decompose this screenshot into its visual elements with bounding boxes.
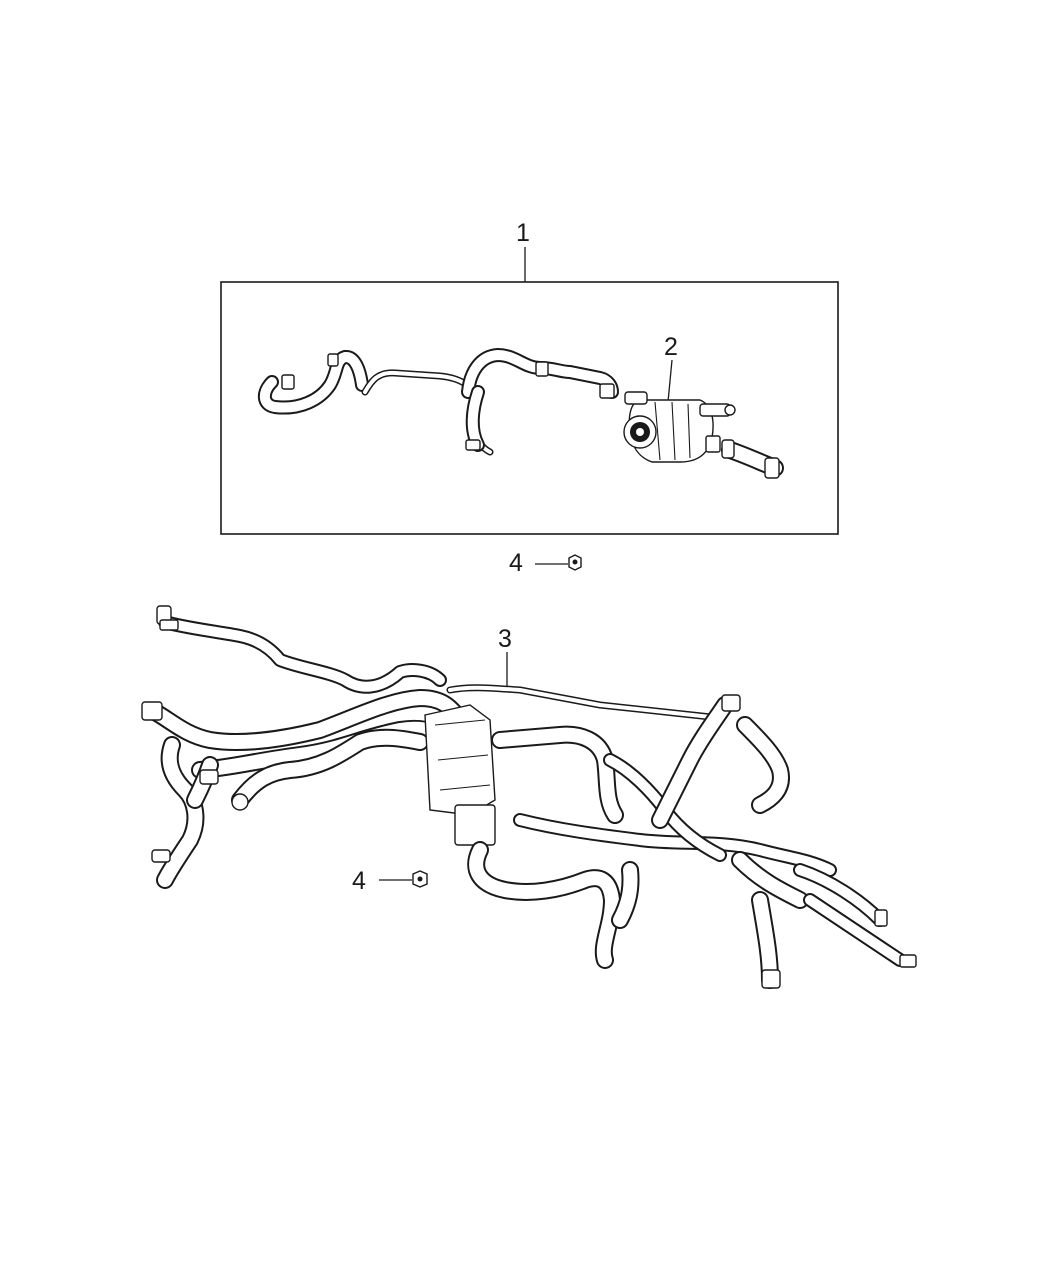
coolant-hose-harness[interactable] <box>141 605 917 989</box>
callout-4a-label: 4 <box>509 549 523 577</box>
kit-box-group <box>220 247 839 535</box>
kit-frame <box>220 281 839 535</box>
nut-lower[interactable] <box>379 870 428 888</box>
clamp-e <box>465 439 481 451</box>
callout-1-label: 1 <box>516 219 530 247</box>
callout-2-label: 2 <box>664 333 678 361</box>
callout-2-leader <box>667 359 673 403</box>
callout-3-label: 3 <box>498 625 512 653</box>
clamp-a <box>281 374 295 390</box>
auxiliary-coolant-pump[interactable] <box>623 359 736 463</box>
callout-4b-label: 4 <box>352 867 366 895</box>
small-hose-assembly[interactable] <box>257 348 619 456</box>
clamp-d <box>599 383 615 399</box>
clamp-b <box>327 353 339 367</box>
short-hose[interactable] <box>721 439 784 479</box>
nut-upper[interactable] <box>535 554 582 571</box>
clamp-c <box>535 361 549 377</box>
